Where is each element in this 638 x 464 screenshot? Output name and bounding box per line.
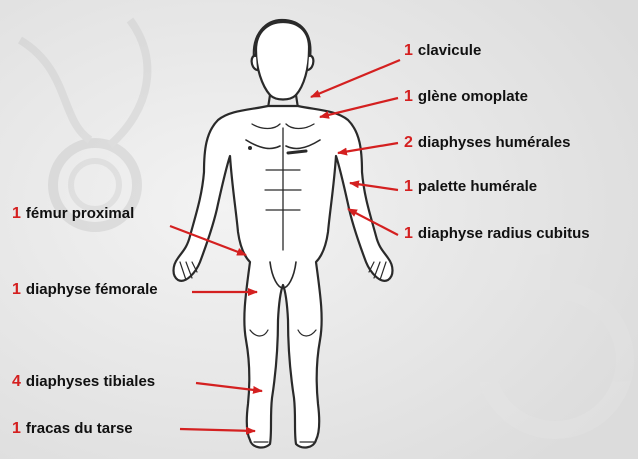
- label-count: 1: [12, 205, 21, 222]
- label-text: palette humérale: [418, 178, 537, 195]
- label-diaphyses-humerales: 2 diaphyses humérales: [404, 134, 570, 152]
- label-count: 2: [404, 134, 413, 151]
- label-count: 4: [12, 373, 21, 390]
- label-clavicule: 1 clavicule: [404, 42, 481, 60]
- label-diaphyses-tibiales: 4 diaphyses tibiales: [12, 373, 155, 391]
- label-count: 1: [12, 281, 21, 298]
- label-text: fémur proximal: [26, 205, 134, 222]
- label-count: 1: [404, 88, 413, 105]
- label-text: fracas du tarse: [26, 420, 133, 437]
- label-text: clavicule: [418, 42, 481, 59]
- label-text: diaphyse radius cubitus: [418, 225, 590, 242]
- label-text: glène omoplate: [418, 88, 528, 105]
- label-text: diaphyse fémorale: [26, 281, 158, 298]
- label-fracas-du-tarse: 1 fracas du tarse: [12, 420, 133, 438]
- label-text: diaphyses tibiales: [26, 373, 155, 390]
- label-count: 1: [404, 225, 413, 242]
- label-diaphyse-femorale: 1 diaphyse fémorale: [12, 281, 158, 299]
- label-diaphyse-radius-cubitus: 1 diaphyse radius cubitus: [404, 225, 590, 243]
- label-count: 1: [404, 178, 413, 195]
- label-text: diaphyses humérales: [418, 134, 571, 151]
- label-femur-proximal: 1 fémur proximal: [12, 205, 134, 223]
- label-palette-humerale: 1 palette humérale: [404, 178, 537, 196]
- label-glene-omoplate: 1 glène omoplate: [404, 88, 528, 106]
- label-count: 1: [404, 42, 413, 59]
- label-count: 1: [12, 420, 21, 437]
